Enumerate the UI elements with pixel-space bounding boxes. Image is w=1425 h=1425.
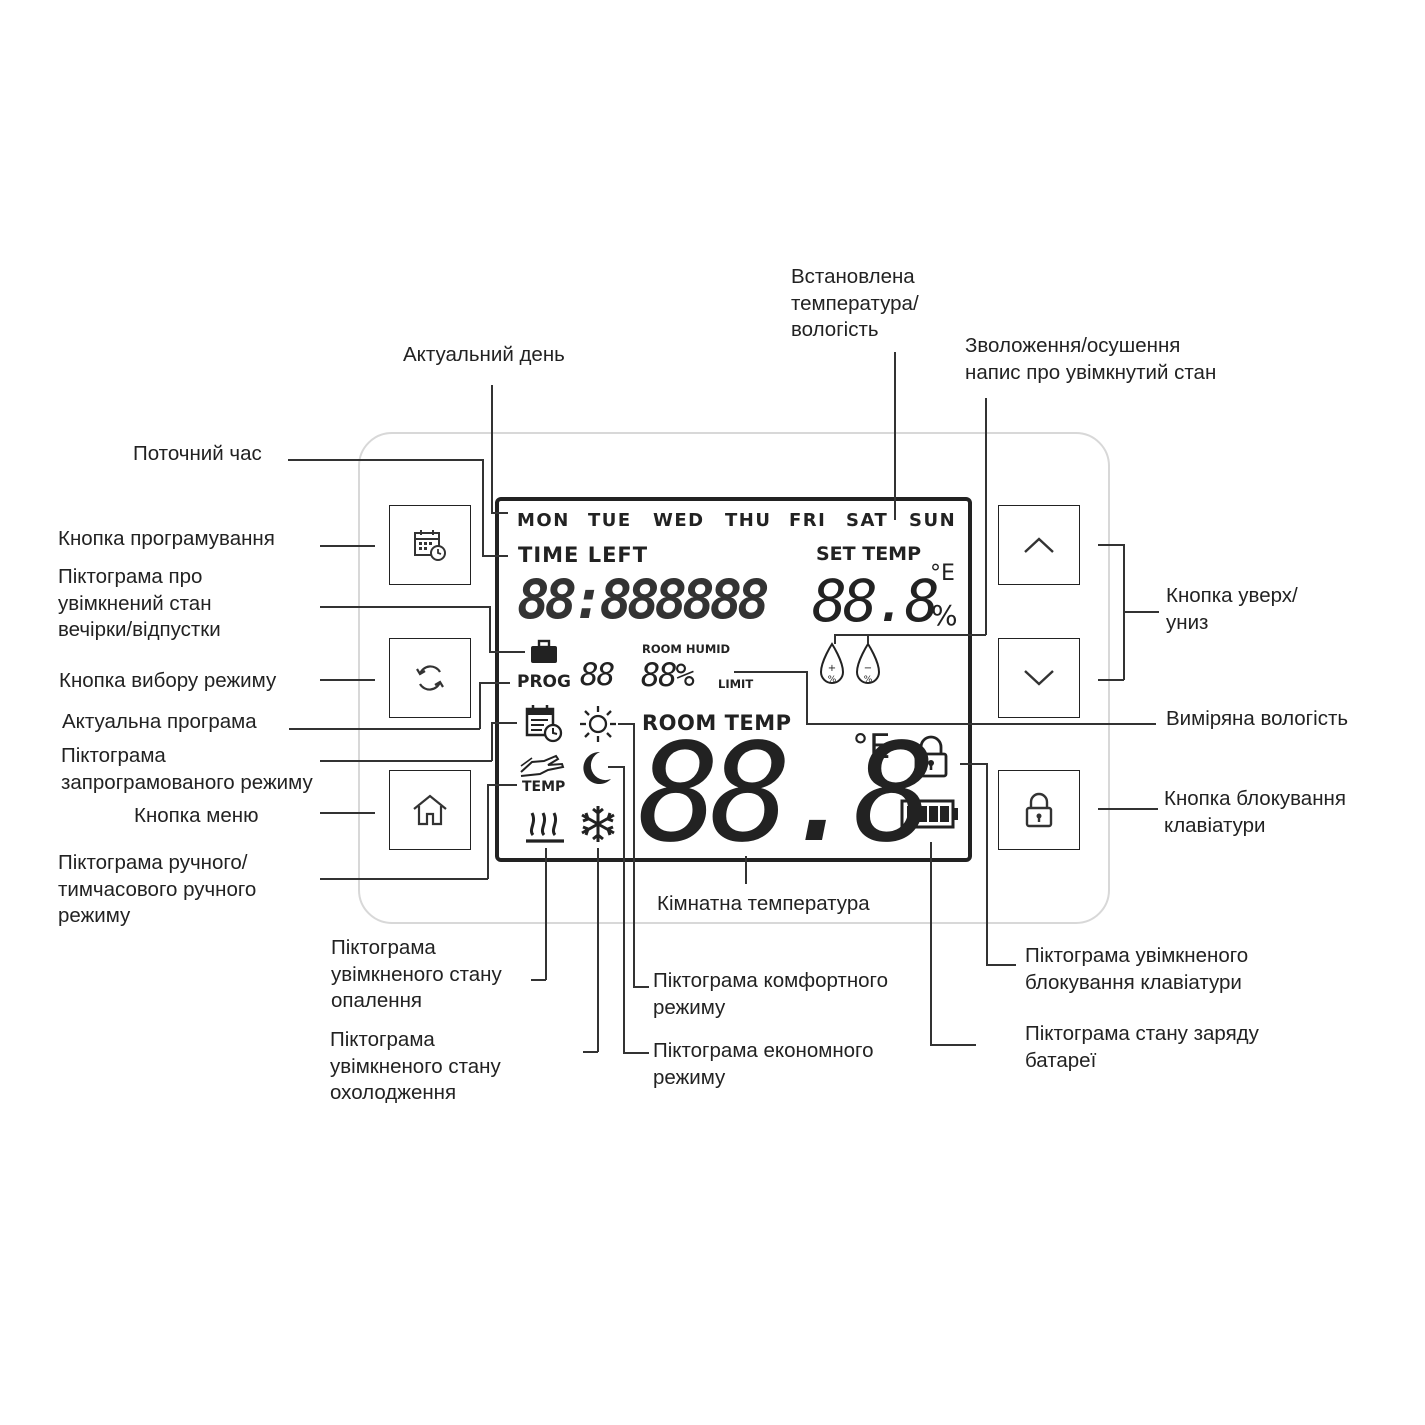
menu-button[interactable] xyxy=(389,770,471,850)
label-up-down-button: Кнопка уверх/ униз xyxy=(1166,584,1298,634)
svg-text:+: + xyxy=(828,663,836,674)
label-keypad-lock-button: Кнопка блокування клавіатури xyxy=(1164,787,1346,837)
label-programmed-mode-icon: Піктограма запрограмованого режиму xyxy=(61,744,313,794)
label-party-vacation-icon: Піктограма про увімкнений стан вечірки/в… xyxy=(58,565,221,641)
label-mode-select-button: Кнопка вибору режиму xyxy=(59,669,277,692)
lock-icon xyxy=(1025,792,1053,828)
day-sat: SAT xyxy=(846,510,889,531)
keypad-locked-icon xyxy=(912,734,950,780)
label-economy-mode-icon: Піктограма економного режиму xyxy=(653,1039,874,1089)
label-current-day: Актуальний день xyxy=(403,343,565,366)
home-icon xyxy=(413,794,447,826)
temp-label: TEMP xyxy=(522,779,566,795)
day-sun: SUN xyxy=(909,510,957,531)
room-temp-display: 88.8 xyxy=(638,715,935,873)
svg-text:%: % xyxy=(864,675,873,685)
day-tue: TUE xyxy=(588,510,632,531)
heating-icon xyxy=(524,805,566,845)
down-button[interactable] xyxy=(998,638,1080,718)
comfort-sun-icon xyxy=(578,704,618,744)
dehumidify-drop-icon: − % xyxy=(854,641,882,689)
room-temp-label: ROOM TEMP xyxy=(642,711,792,735)
keypad-lock-button[interactable] xyxy=(998,770,1080,850)
set-humidity-percent: % xyxy=(931,599,958,632)
prog-number-display: 88 xyxy=(580,657,615,693)
day-mon: MON xyxy=(517,510,570,531)
day-wed: WED xyxy=(653,510,705,531)
label-room-temperature: Кімнатна температура xyxy=(657,892,870,915)
suitcase-icon xyxy=(529,639,559,665)
label-set-temp-humidity: Встановлена температура/ вологість xyxy=(791,265,919,341)
label-program-button: Кнопка програмування xyxy=(58,527,275,550)
chevron-up-icon xyxy=(1024,537,1054,553)
programmed-mode-icon xyxy=(524,703,564,743)
label-cooling-icon: Піктограма увімкненого стану охолодження xyxy=(330,1028,501,1104)
svg-text:−: − xyxy=(864,663,872,674)
up-button[interactable] xyxy=(998,505,1080,585)
label-menu-button: Кнопка меню xyxy=(134,804,259,827)
set-temp-label: SET TEMP xyxy=(816,543,922,565)
set-temp-unit: °E xyxy=(930,561,955,586)
mode-select-button[interactable] xyxy=(389,638,471,718)
cooling-snowflake-icon xyxy=(577,803,619,845)
label-humidify-dehumidify: Зволоження/осушення напис про увімкнутий… xyxy=(965,334,1217,384)
label-current-program: Актуальна програма xyxy=(62,710,257,733)
label-comfort-mode-icon: Піктограма комфортного режиму xyxy=(653,969,888,1019)
clock-segment-display: 88:888888 xyxy=(517,568,770,631)
label-battery-icon: Піктограма стану заряду батареї xyxy=(1025,1022,1259,1072)
limit-label: LIMIT xyxy=(718,677,754,691)
thermostat-panel xyxy=(358,432,1110,924)
room-humid-display: 88% xyxy=(641,656,695,694)
label-measured-humidity: Виміряна вологість xyxy=(1166,707,1349,730)
program-button[interactable] xyxy=(389,505,471,585)
chevron-down-icon xyxy=(1024,670,1054,686)
humidify-drop-icon: + % xyxy=(818,641,846,689)
label-current-time: Поточний час xyxy=(133,442,262,465)
calendar-clock-icon xyxy=(414,530,446,561)
day-fri: FRI xyxy=(789,510,827,531)
room-humid-label: ROOM HUMID xyxy=(642,642,731,656)
label-heating-icon: Піктограма увімкненого стану опалення xyxy=(331,936,502,1012)
room-temp-unit: °E xyxy=(852,727,891,767)
prog-label: PROG xyxy=(517,672,571,692)
time-left-label: TIME LEFT xyxy=(518,543,649,567)
day-thu: THU xyxy=(725,510,772,531)
label-manual-mode-icon: Піктограма ручного/ тимчасового ручного … xyxy=(58,851,257,927)
set-temp-display: 88.8 xyxy=(812,567,940,635)
manual-hand-icon xyxy=(518,752,568,780)
economy-moon-icon xyxy=(578,749,614,787)
svg-text:%: % xyxy=(828,675,837,685)
label-keypad-lock-icon: Піктограма увімкненого блокування клавіа… xyxy=(1025,944,1249,994)
cycle-arrows-icon xyxy=(416,665,444,691)
lcd-display xyxy=(495,497,972,862)
battery-icon xyxy=(899,797,961,831)
